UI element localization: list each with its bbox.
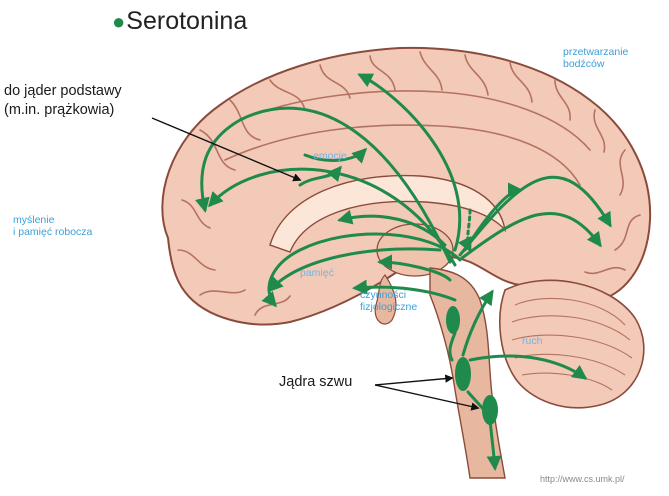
label-thinking-line1: myślenie: [13, 215, 92, 227]
label-physiological-line1: czynności: [360, 290, 417, 302]
label-basal-ganglia-line1: do jąder podstawy: [4, 84, 122, 100]
label-thinking-line2: i pamięć robocza: [13, 227, 92, 239]
label-physiological: czynności fizjologiczne: [360, 290, 417, 313]
label-movement: ruch: [522, 336, 542, 348]
label-stimulus-processing: przetwarzanie bodźców: [563, 47, 628, 70]
title-text: Serotonina: [126, 7, 247, 35]
label-stimulus-line1: przetwarzanie: [563, 47, 628, 59]
label-raphe-nuclei: Jądra szwu: [279, 375, 352, 391]
diagram-title: ●Serotonina: [112, 8, 247, 36]
source-url: http://www.cs.umk.pl/: [540, 475, 625, 485]
bullet-icon: ●: [112, 9, 125, 34]
label-basal-ganglia-line2: (m.in. prążkowia): [4, 103, 122, 119]
label-memory: pamięć: [300, 268, 334, 280]
label-basal-ganglia: do jąder podstawy (m.in. prążkowia): [4, 84, 122, 119]
label-thinking: myślenie i pamięć robocza: [13, 215, 92, 238]
label-physiological-line2: fizjologiczne: [360, 302, 417, 314]
label-stimulus-line2: bodźców: [563, 59, 628, 71]
label-emotions: emocje: [313, 151, 347, 163]
